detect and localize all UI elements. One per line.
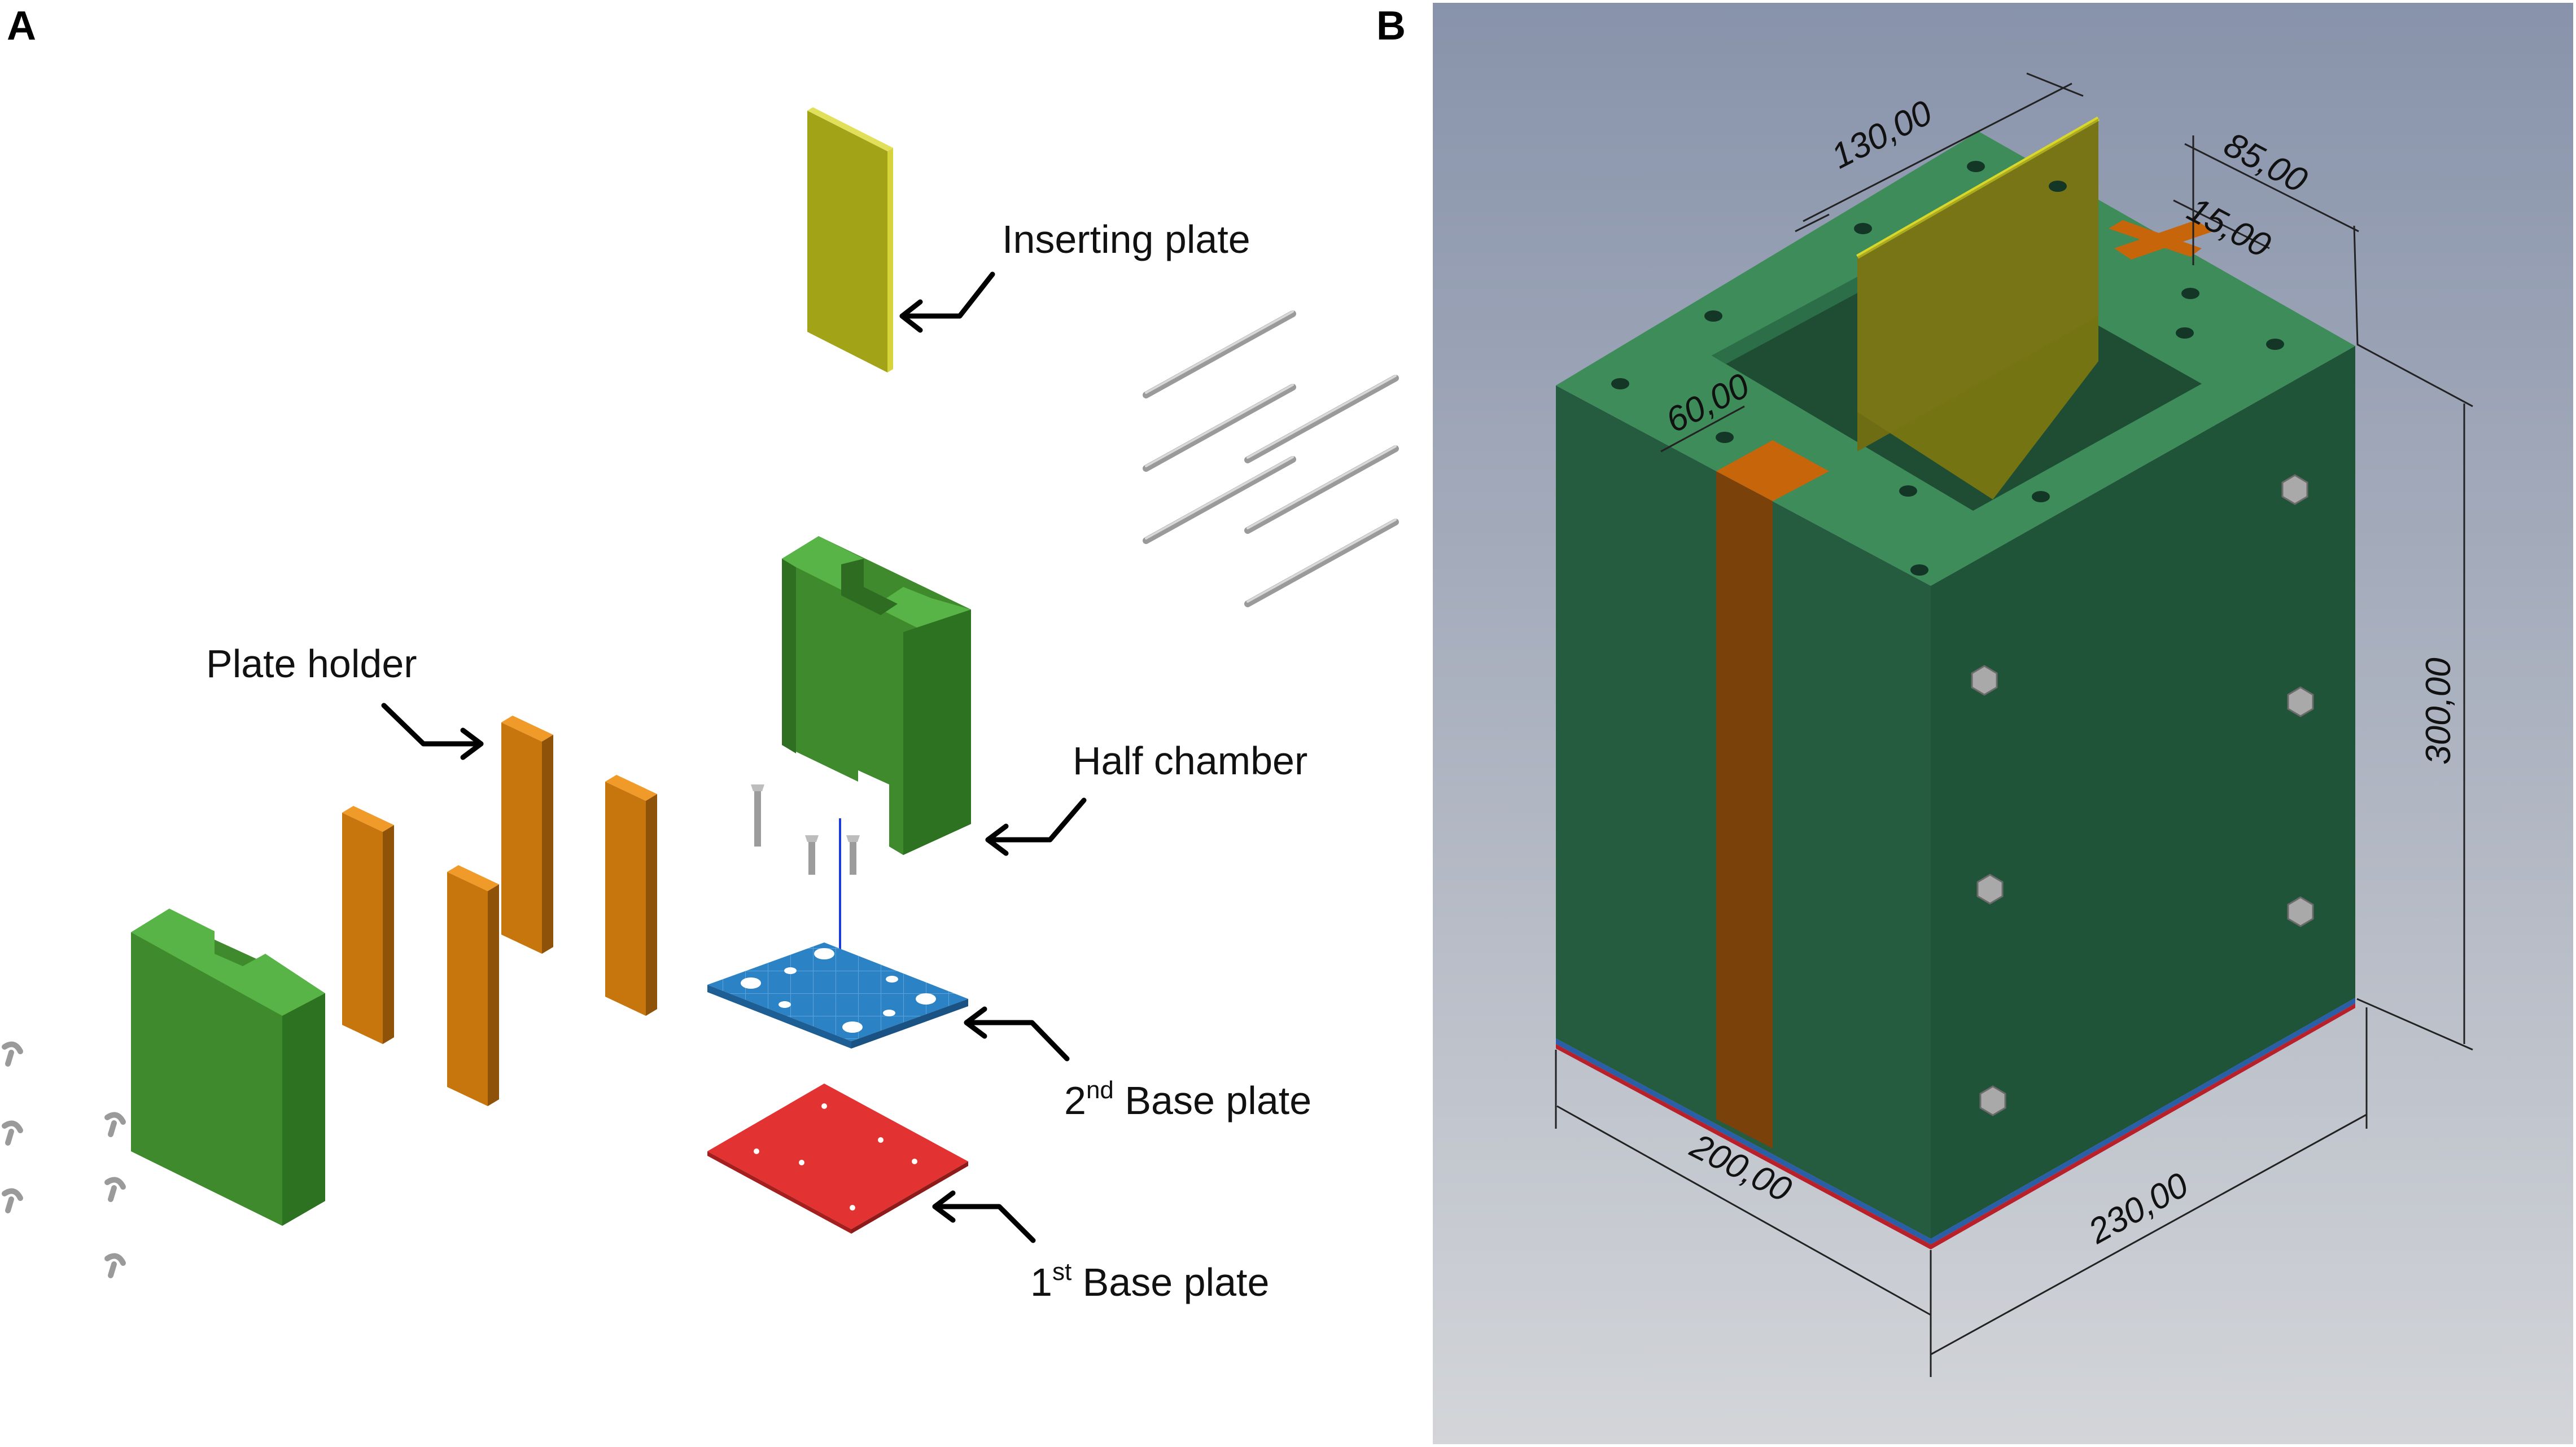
second-base-plate-label: 2nd Base plate (1064, 1076, 1311, 1122)
callout-first-base-plate: 1st Base plate (932, 1190, 1269, 1304)
dim-300: 300,00 (2419, 657, 2458, 765)
small-screws (2, 1041, 126, 1278)
dimension-lines (1555, 72, 2473, 1377)
callout-second-base-plate: 2nd Base plate (964, 1006, 1311, 1122)
panel-b-letter: B (1376, 3, 1406, 49)
panel-a-letter: A (7, 3, 36, 49)
half-chamber-lower (131, 909, 325, 1226)
plate-holder-label: Plate holder (206, 642, 417, 686)
second-base-plate (707, 942, 968, 1049)
first-base-plate (707, 1084, 968, 1234)
panel-a: A (2, 3, 1399, 1304)
half-chamber-label: Half chamber (1073, 739, 1307, 783)
inserting-plate-label: Inserting plate (1002, 217, 1250, 261)
callout-inserting-plate: Inserting plate (899, 217, 1250, 333)
callout-half-chamber: Half chamber (985, 739, 1307, 856)
plate-holders (342, 716, 657, 1106)
inserting-plate (807, 107, 893, 372)
threaded-rods (1143, 310, 1399, 607)
callout-plate-holder: Plate holder (206, 642, 484, 760)
first-base-plate-label: 1st Base plate (1030, 1258, 1269, 1304)
panel-b: B (1376, 3, 2573, 1444)
assembled-chamber (1556, 116, 2355, 1249)
half-chamber-upper (782, 536, 971, 855)
